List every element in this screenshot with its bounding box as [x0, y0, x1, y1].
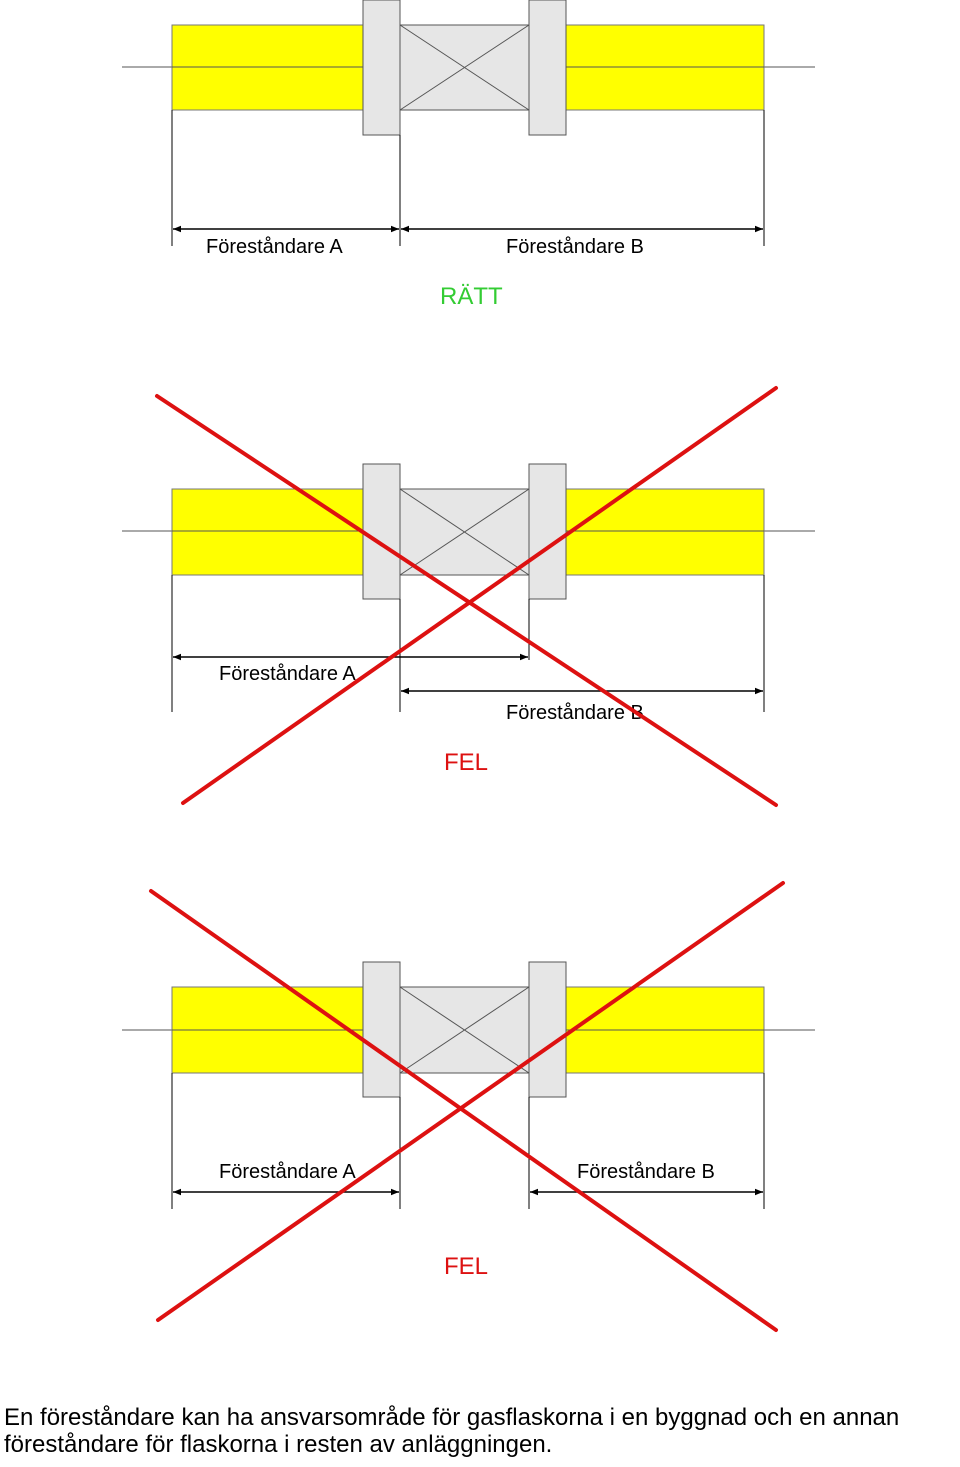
label-a: Föreståndare A — [206, 236, 343, 258]
caption-text: En föreståndare kan ha ansvarsområde för… — [4, 1404, 960, 1458]
verdict-label: RÄTT — [440, 283, 503, 310]
cross-out-mark — [149, 881, 785, 1332]
label-b: Föreståndare B — [506, 702, 644, 724]
flange-right — [528, 961, 567, 1098]
pipe-left — [171, 488, 364, 576]
label-b: Föreståndare B — [506, 236, 644, 258]
caption-line-2: föreståndare för flaskorna i resten av a… — [4, 1431, 553, 1458]
panel-ratt: Föreståndare A Föreståndare B RÄTT — [122, 0, 815, 310]
panel-fel-overlap: Föreståndare A Föreståndare B FEL — [122, 386, 815, 807]
caption-line-1: En föreståndare kan ha ansvarsområde för… — [4, 1404, 900, 1431]
flange-left — [362, 0, 401, 136]
label-a: Föreståndare A — [219, 663, 356, 685]
flange-right — [528, 0, 567, 136]
verdict-label: FEL — [444, 1253, 488, 1280]
flange-left — [362, 463, 401, 600]
panel-fel-gap: Föreståndare A Föreståndare B FEL — [122, 881, 815, 1332]
flange-right — [528, 463, 567, 600]
label-b: Föreståndare B — [577, 1161, 715, 1183]
flange-left — [362, 961, 401, 1098]
cross-out-mark — [155, 386, 778, 807]
label-a: Föreståndare A — [219, 1161, 356, 1183]
verdict-label: FEL — [444, 749, 488, 776]
pipe-right — [565, 488, 765, 576]
